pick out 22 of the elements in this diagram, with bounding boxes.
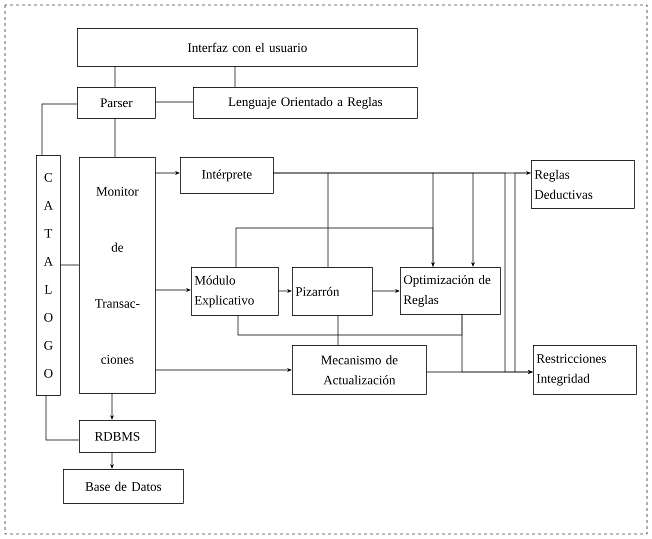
process-box: RDBMS bbox=[79, 420, 156, 453]
connector-line bbox=[42, 104, 78, 156]
connector-line bbox=[46, 395, 80, 440]
connector-line bbox=[114, 118, 116, 158]
process-box: Optimización de Reglas bbox=[400, 267, 501, 315]
process-box: Reglas Deductivas bbox=[531, 160, 635, 209]
process-box: CATALOGO bbox=[36, 155, 61, 396]
connector-line bbox=[234, 66, 236, 88]
process-box: Parser bbox=[77, 87, 156, 119]
process-box: Interfaz con el usuario bbox=[77, 28, 418, 67]
process-box: Base de Datos bbox=[63, 469, 184, 504]
process-box: Pizarrón bbox=[292, 267, 373, 316]
connector-line bbox=[238, 314, 462, 336]
process-box: Módulo Explicativo bbox=[191, 267, 279, 316]
connector-line bbox=[114, 66, 116, 88]
connector-line bbox=[236, 228, 436, 268]
process-box: Mecanismo de Actualización bbox=[292, 345, 427, 395]
process-box: Lenguaje Orientado a Reglas bbox=[193, 87, 418, 119]
process-box: Monitor de Transac- ciones bbox=[79, 157, 156, 394]
connector-line bbox=[60, 264, 80, 266]
process-box: Restricciones Integridad bbox=[533, 345, 637, 395]
process-box: Intérprete bbox=[180, 157, 274, 194]
